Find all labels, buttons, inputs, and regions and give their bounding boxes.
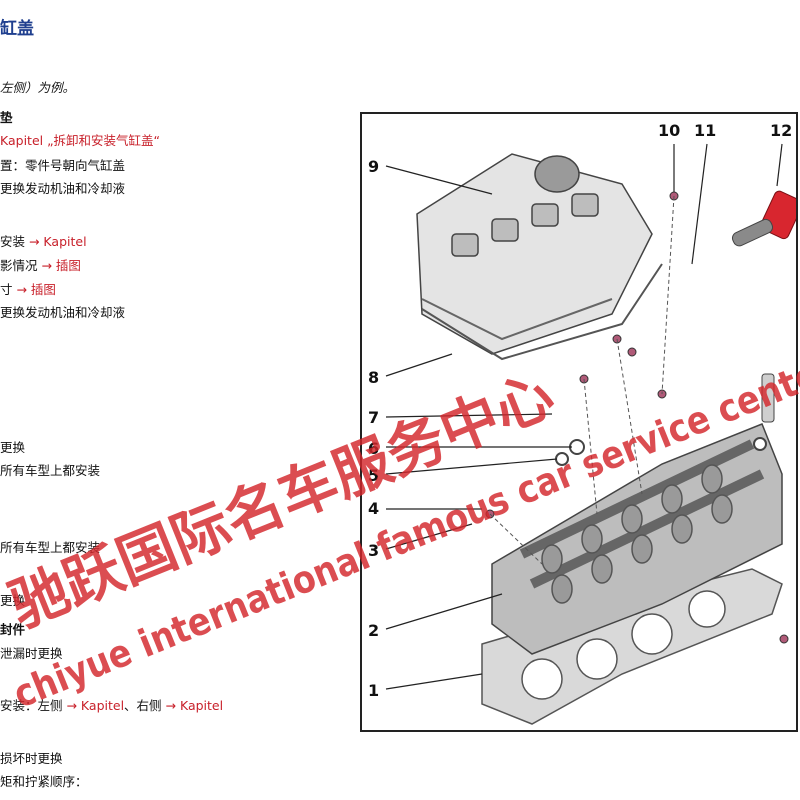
ref-prefix: 影情况 bbox=[0, 258, 42, 273]
small-parts bbox=[485, 191, 789, 644]
kapitel-link[interactable]: Kapitel „拆卸和安装气缸盖“ bbox=[0, 133, 161, 148]
leader-lines bbox=[385, 143, 783, 690]
callout-5: 5 bbox=[368, 466, 379, 485]
ref-line-5: 安装：左侧 → Kapitel、右侧 → Kapitel bbox=[0, 698, 223, 714]
callout-6: 6 bbox=[368, 439, 379, 458]
note-line-9: 损坏时更换 bbox=[0, 751, 63, 766]
ref-line-3: 影情况 → 插图 bbox=[0, 258, 81, 274]
note-line-1: 置：零件号朝向气缸盖 bbox=[0, 158, 126, 173]
ref-mid: 、右侧 bbox=[124, 698, 166, 713]
ref-line-4: 寸 → 插图 bbox=[0, 282, 56, 298]
note-line-7: 更换 bbox=[0, 593, 26, 608]
callout-3: 3 bbox=[368, 541, 379, 560]
cover-gasket-shape bbox=[421, 263, 663, 361]
callout-11: 11 bbox=[694, 121, 716, 140]
kapitel-link[interactable]: → Kapitel bbox=[28, 234, 87, 249]
ref-line-2: 安装 → Kapitel bbox=[0, 234, 87, 250]
callout-9: 9 bbox=[368, 157, 379, 176]
note-line-3: 更换发动机油和冷却液 bbox=[0, 305, 126, 320]
note-line-2: 更换发动机油和冷却液 bbox=[0, 181, 126, 196]
note-line-4: 更换 bbox=[0, 440, 26, 455]
kapitel-link[interactable]: → Kapitel bbox=[66, 698, 125, 713]
note-line-5: 所有车型上都安装 bbox=[0, 463, 101, 478]
kapitel-link[interactable]: → Kapitel bbox=[165, 698, 224, 713]
ref-line-1: Kapitel „拆卸和安装气缸盖“ bbox=[0, 133, 160, 149]
guide-lines bbox=[489, 195, 675, 565]
callout-10: 10 bbox=[658, 121, 680, 140]
page-title: 缸盖 bbox=[0, 19, 34, 39]
note-line-10: 矩和拧紧顺序： bbox=[0, 774, 88, 789]
callout-2: 2 bbox=[368, 621, 379, 640]
head-gasket-shape bbox=[481, 568, 783, 725]
ref-prefix: 安装：左侧 bbox=[0, 698, 67, 713]
ref-prefix: 寸 bbox=[0, 282, 17, 297]
callout-12: 12 bbox=[770, 121, 792, 140]
item-heading-seal: 封件 bbox=[0, 622, 26, 637]
engine-head-diagram: 1 2 3 4 5 6 7 8 9 10 11 12 bbox=[368, 121, 796, 725]
cylinder-head-cover-shape bbox=[416, 153, 653, 355]
note-line-6: 所有车型上都安装 bbox=[0, 540, 101, 555]
callout-7: 7 bbox=[368, 408, 379, 427]
figure-link[interactable]: → 插图 bbox=[41, 258, 81, 273]
ref-prefix: 安装 bbox=[0, 234, 29, 249]
item-heading-gasket: 垫 bbox=[0, 110, 13, 125]
ignition-coil-shape bbox=[731, 190, 796, 247]
callout-1: 1 bbox=[368, 681, 379, 700]
exploded-view-figure: 1 2 3 4 5 6 7 8 9 10 11 12 bbox=[360, 112, 798, 732]
note-line-8: 泄漏时更换 bbox=[0, 646, 63, 661]
spark-plug-shape bbox=[761, 373, 775, 423]
callout-4: 4 bbox=[368, 499, 379, 518]
intro-text: 左侧）为例。 bbox=[0, 80, 76, 95]
figure-link[interactable]: → 插图 bbox=[16, 282, 56, 297]
callout-8: 8 bbox=[368, 368, 379, 387]
cylinder-head-shape bbox=[491, 423, 783, 655]
